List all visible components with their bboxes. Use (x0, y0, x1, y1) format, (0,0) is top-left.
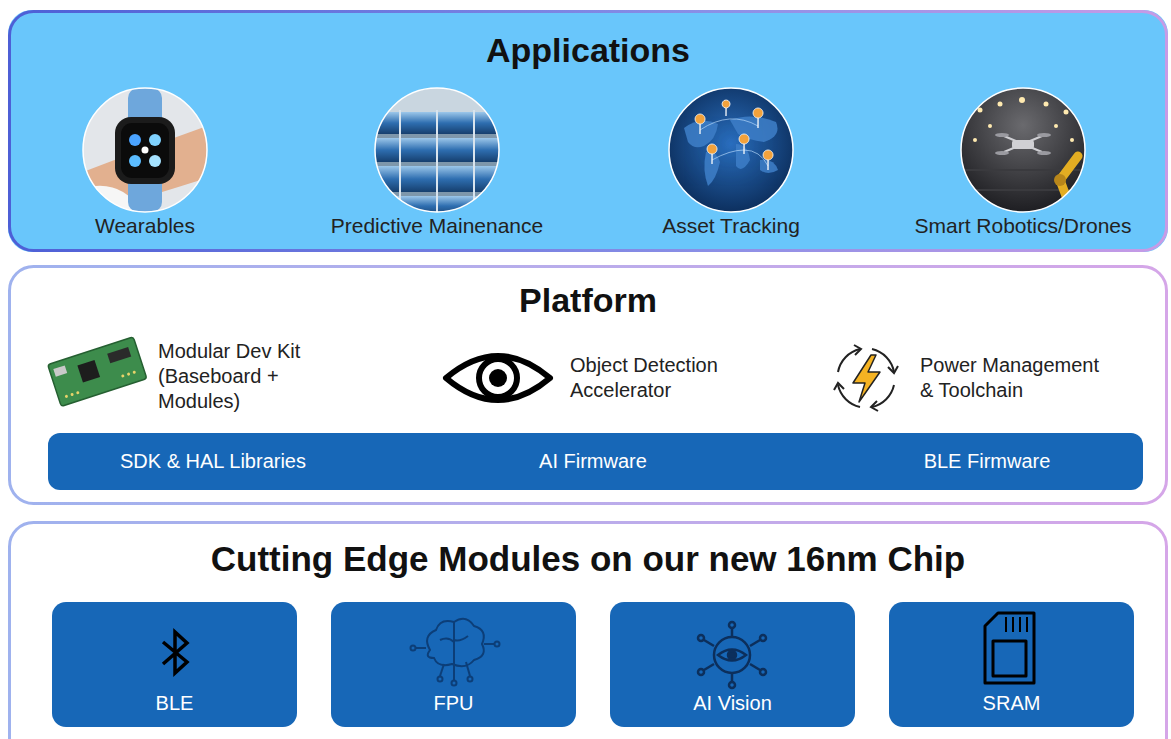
application-circle: Smart Robotics/Drones (893, 88, 1153, 248)
module-label: BLE (156, 691, 194, 715)
layer-band: ApplicationsWearables Predictive Mainenan… (8, 10, 1168, 252)
application-circle: Asset Tracking (601, 88, 861, 248)
label-slot: Object Detection Accelerator (570, 353, 748, 403)
module-label: FPU (434, 691, 474, 715)
feature-label: Power Management & Toolchain (920, 353, 1112, 403)
firmware-label: BLE Firmware (924, 450, 1051, 473)
application-caption: Asset Tracking (601, 214, 861, 238)
module-label: AI Vision (693, 691, 772, 715)
text-cell: AI Firmware (433, 433, 753, 490)
module-label: SRAM (983, 691, 1041, 715)
firmware-bar: SDK & HAL Libraries AI Firmware BLE Firmwa… (48, 433, 1143, 490)
text-cell: SDK & HAL Libraries (53, 433, 373, 490)
chip-module-box: SRAM (889, 602, 1134, 727)
application-caption: Smart Robotics/Drones (893, 214, 1153, 238)
application-circle: Predictive Mainenance (307, 88, 567, 248)
firmware-label: SDK & HAL Libraries (120, 450, 306, 473)
chip-module-box: FPU (331, 602, 576, 727)
band-heading: Applications (8, 10, 1168, 70)
chip-module-box: AI Vision (610, 602, 855, 727)
layer-band: Cutting Edge Modules on our new 16nm Chi… (8, 521, 1168, 739)
feature-label: Modular Dev Kit (Baseboard + Modules) (158, 339, 330, 414)
label-slot: Power Management & Toolchain (920, 353, 1112, 403)
band-heading: Cutting Edge Modules on our new 16nm Chi… (8, 521, 1168, 579)
band-heading: Platform (8, 265, 1168, 320)
application-circle: Wearables (15, 88, 275, 248)
chip-module-box: BLE (52, 602, 297, 727)
text-cell: BLE Firmware (827, 433, 1147, 490)
firmware-label: AI Firmware (539, 450, 647, 473)
feature-label: Object Detection Accelerator (570, 353, 748, 403)
application-caption: Predictive Mainenance (307, 214, 567, 238)
application-caption: Wearables (15, 214, 275, 238)
label-slot: Modular Dev Kit (Baseboard + Modules) (158, 339, 330, 414)
